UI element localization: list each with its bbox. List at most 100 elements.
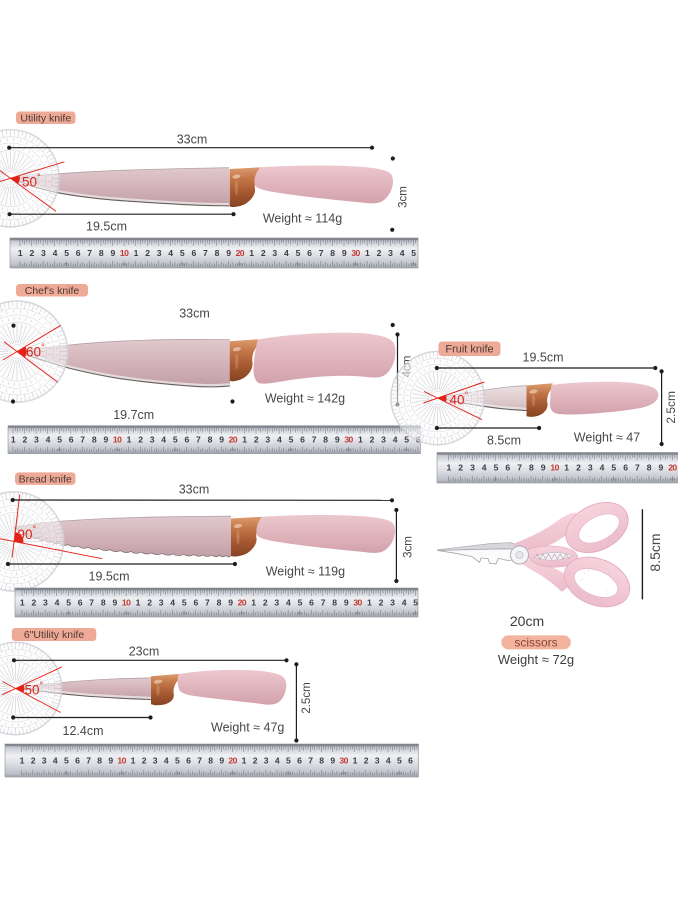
svg-text:2: 2 (364, 755, 369, 765)
svg-text:150: 150 (172, 448, 178, 452)
svg-text:33cm: 33cm (179, 307, 210, 321)
svg-text:3: 3 (41, 248, 46, 258)
svg-text:1: 1 (367, 597, 372, 607)
svg-text:2: 2 (458, 463, 463, 473)
svg-text:8.5cm: 8.5cm (647, 533, 663, 571)
svg-text:Weight ≈ 72g: Weight ≈ 72g (498, 652, 574, 667)
svg-text:50: 50 (494, 477, 498, 481)
svg-text:250: 250 (288, 448, 294, 452)
svg-text:8: 8 (647, 463, 652, 473)
svg-text:40: 40 (450, 393, 465, 408)
svg-text:50: 50 (64, 771, 68, 775)
svg-text:7: 7 (308, 755, 313, 765)
svg-text:4: 4 (170, 597, 175, 607)
svg-text:12.4cm: 12.4cm (63, 724, 104, 738)
svg-text:4: 4 (164, 755, 169, 765)
svg-text:Fruit knife: Fruit knife (445, 344, 493, 356)
svg-text:1: 1 (358, 435, 363, 445)
svg-text:1: 1 (136, 597, 141, 607)
svg-text:1: 1 (18, 248, 23, 258)
svg-text:4: 4 (55, 597, 60, 607)
svg-text:9: 9 (344, 597, 349, 607)
svg-text:2: 2 (377, 248, 382, 258)
svg-text:6: 6 (186, 755, 191, 765)
svg-text:5: 5 (182, 597, 187, 607)
svg-text:4: 4 (286, 597, 291, 607)
svg-text:250: 250 (297, 611, 303, 615)
svg-text:10: 10 (550, 463, 559, 473)
svg-text:20: 20 (238, 597, 247, 607)
svg-text:350: 350 (403, 448, 409, 452)
svg-text:3: 3 (272, 248, 277, 258)
svg-text:9: 9 (113, 597, 118, 607)
svg-text:1: 1 (564, 463, 569, 473)
svg-text:200: 200 (239, 611, 245, 615)
svg-text:7: 7 (89, 597, 94, 607)
svg-text:6"Utility knife: 6"Utility knife (24, 629, 84, 641)
svg-text:30: 30 (351, 248, 360, 258)
svg-text:7: 7 (635, 463, 640, 473)
svg-text:6: 6 (297, 755, 302, 765)
svg-text:5: 5 (286, 755, 291, 765)
svg-text:23cm: 23cm (129, 645, 160, 659)
svg-text:Weight ≈ 47: Weight ≈ 47 (574, 431, 640, 445)
svg-text:6: 6 (623, 463, 628, 473)
svg-text:9: 9 (659, 463, 664, 473)
svg-text:9: 9 (226, 248, 231, 258)
svg-text:9: 9 (219, 435, 224, 445)
svg-text:6: 6 (307, 248, 312, 258)
svg-text:200: 200 (669, 477, 675, 481)
svg-text:3: 3 (265, 435, 270, 445)
svg-text:5: 5 (397, 755, 402, 765)
svg-text:6: 6 (309, 597, 314, 607)
svg-text:4: 4 (386, 755, 391, 765)
svg-text:4: 4 (161, 435, 166, 445)
svg-text:5: 5 (180, 248, 185, 258)
svg-text:1: 1 (131, 755, 136, 765)
svg-text:3: 3 (375, 755, 380, 765)
svg-text:5: 5 (289, 435, 294, 445)
svg-text:Utility knife: Utility knife (20, 112, 71, 124)
svg-text:20: 20 (668, 463, 677, 473)
svg-text:150: 150 (174, 771, 180, 775)
svg-text:°: ° (465, 390, 469, 401)
svg-text:1: 1 (353, 755, 358, 765)
svg-text:5: 5 (494, 463, 499, 473)
svg-text:2: 2 (32, 597, 37, 607)
svg-text:1: 1 (242, 755, 247, 765)
svg-text:20: 20 (228, 755, 237, 765)
svg-text:200: 200 (237, 262, 243, 266)
svg-text:350: 350 (396, 771, 402, 775)
svg-text:8: 8 (99, 248, 104, 258)
svg-text:5: 5 (296, 248, 301, 258)
svg-text:2: 2 (261, 248, 266, 258)
svg-text:10: 10 (122, 597, 131, 607)
svg-text:3: 3 (34, 435, 39, 445)
svg-text:°: ° (41, 342, 45, 353)
svg-text:8: 8 (529, 463, 534, 473)
svg-text:°: ° (37, 172, 41, 183)
svg-text:4: 4 (277, 435, 282, 445)
svg-text:1: 1 (365, 248, 370, 258)
svg-text:19.5cm: 19.5cm (523, 351, 564, 365)
svg-text:150: 150 (611, 477, 617, 481)
svg-text:19.5cm: 19.5cm (86, 220, 127, 234)
svg-text:2: 2 (263, 597, 268, 607)
svg-text:4: 4 (53, 248, 58, 258)
svg-text:6: 6 (75, 755, 80, 765)
svg-text:350: 350 (412, 611, 418, 615)
svg-text:7: 7 (312, 435, 317, 445)
svg-text:8.5cm: 8.5cm (487, 434, 521, 448)
svg-text:30: 30 (353, 597, 362, 607)
svg-text:20: 20 (229, 435, 238, 445)
svg-text:9: 9 (335, 435, 340, 445)
svg-text:2: 2 (370, 435, 375, 445)
svg-text:30: 30 (344, 435, 353, 445)
svg-text:6: 6 (300, 435, 305, 445)
svg-text:300: 300 (353, 262, 359, 266)
svg-text:4: 4 (168, 248, 173, 258)
svg-text:50: 50 (22, 175, 37, 190)
svg-text:5: 5 (175, 755, 180, 765)
svg-text:6: 6 (69, 435, 74, 445)
svg-text:250: 250 (285, 771, 291, 775)
